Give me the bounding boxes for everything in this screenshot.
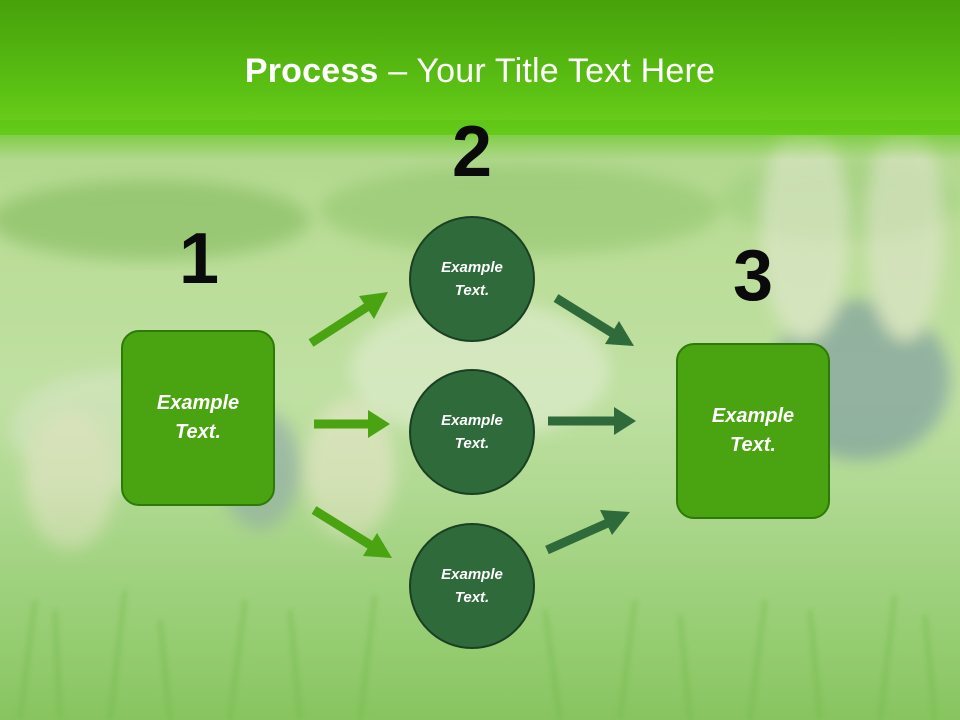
- step-box-3-label: Example Text.: [711, 405, 795, 456]
- circle-bottom-label: Example Text.: [441, 566, 503, 606]
- title-separator: –: [378, 52, 417, 90]
- circle-bottom: Example Text.: [409, 523, 535, 649]
- step-number-2: 2: [451, 112, 493, 192]
- arrow-to-bottom-circle: [311, 506, 392, 558]
- arrow-to-middle-circle: [314, 410, 390, 438]
- circle-middle-label: Example Text.: [441, 412, 503, 452]
- step-number-1: 1: [178, 219, 220, 299]
- title-bold: Process: [244, 52, 379, 90]
- circle-top: Example Text.: [409, 216, 535, 342]
- step-number-3: 3: [732, 236, 774, 316]
- arrow-from-middle-circle: [548, 407, 636, 435]
- arrow-from-bottom-circle: [545, 510, 630, 555]
- circle-top-label: Example Text.: [441, 259, 503, 299]
- slide-title: Process – Your Title Text Here: [0, 52, 960, 91]
- step-box-3: Example Text.: [676, 343, 830, 519]
- title-band: [0, 0, 960, 135]
- arrow-from-top-circle: [553, 294, 634, 346]
- title-rest: Your Title Text Here: [416, 52, 716, 90]
- step-box-1-label: Example Text.: [156, 392, 240, 443]
- arrow-to-top-circle: [308, 292, 388, 347]
- title-band-fade: [0, 120, 960, 160]
- circle-middle: Example Text.: [409, 369, 535, 495]
- step-box-1: Example Text.: [121, 330, 275, 506]
